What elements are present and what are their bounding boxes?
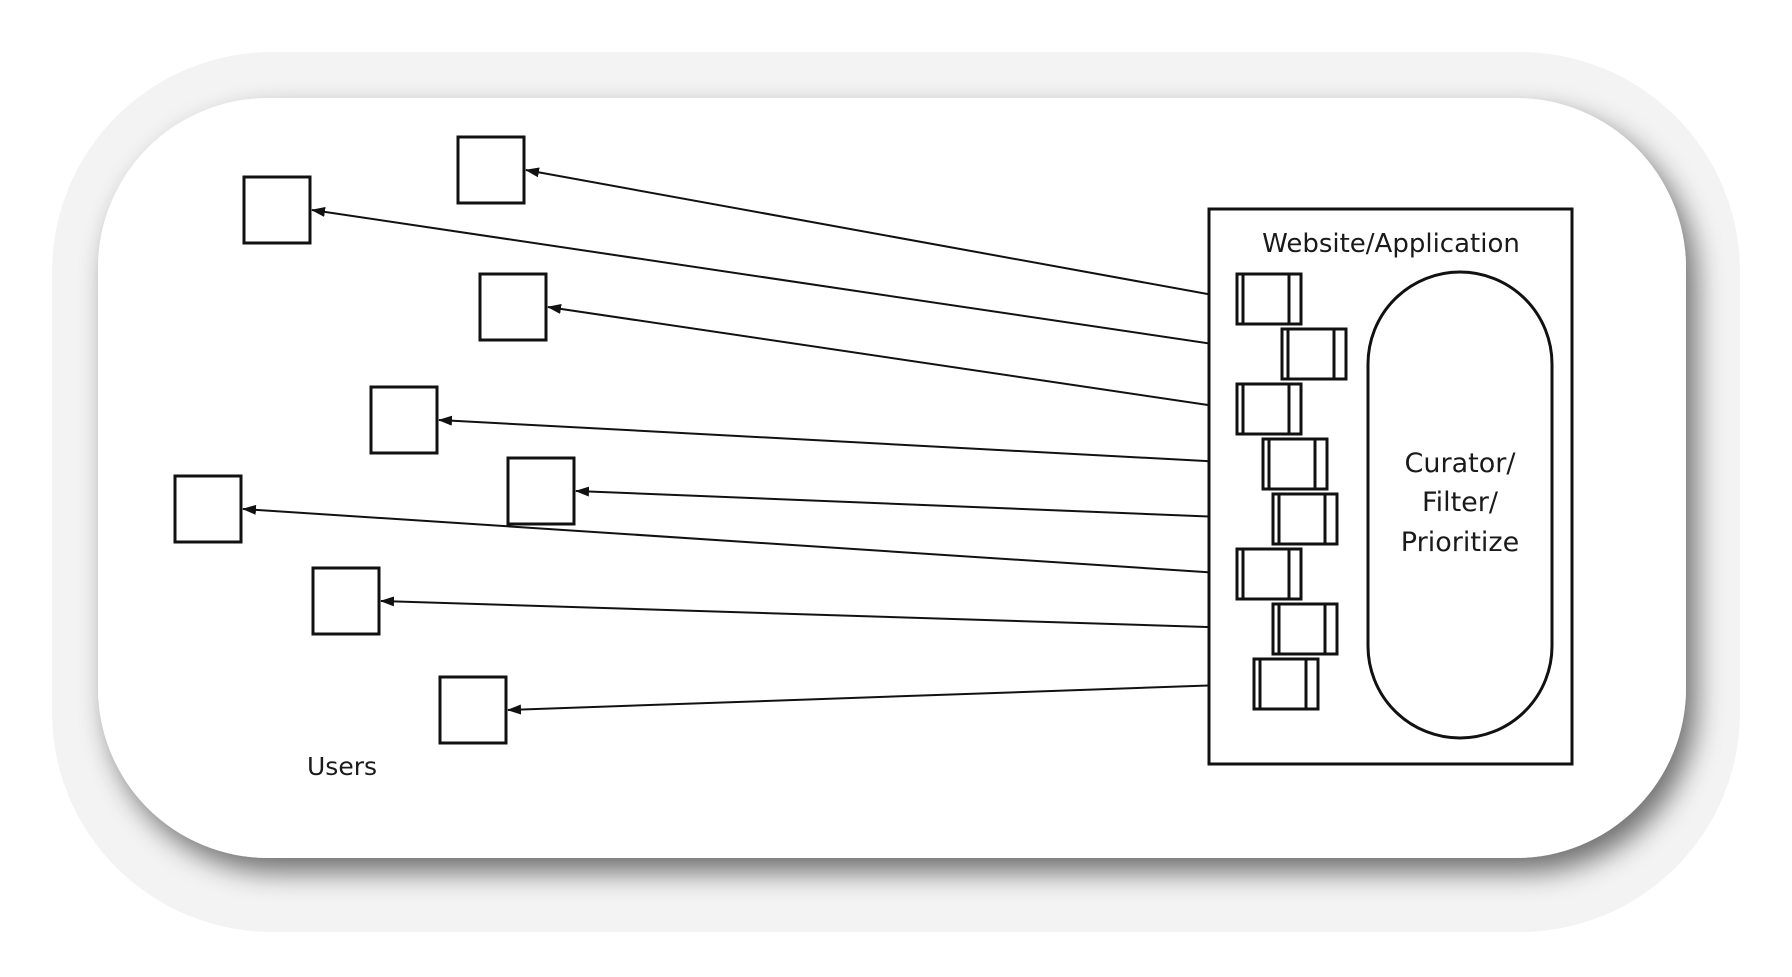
port-6 xyxy=(1235,547,1303,601)
curator-line-1: Curator/ xyxy=(1405,448,1517,479)
user-box-8 xyxy=(438,675,508,745)
user-box-3 xyxy=(478,272,548,342)
port-box-5 xyxy=(1271,492,1339,546)
link-arrow-8 xyxy=(507,679,1253,715)
user-box-1 xyxy=(456,135,526,205)
port-5 xyxy=(1271,492,1339,546)
user-box-2 xyxy=(242,175,312,245)
port-box-4 xyxy=(1261,437,1329,491)
port-box-7 xyxy=(1271,602,1339,656)
port-7 xyxy=(1271,602,1339,656)
curator-pill xyxy=(1366,270,1554,740)
port-box-6 xyxy=(1235,547,1303,601)
link-arrow-4 xyxy=(438,415,1262,469)
port-boxes xyxy=(1235,272,1348,711)
link-arrow-3 xyxy=(547,303,1236,413)
port-8 xyxy=(1252,657,1320,711)
port-box-2 xyxy=(1280,327,1348,381)
port-2 xyxy=(1280,327,1348,381)
curator-line-3: Prioritize xyxy=(1401,527,1519,558)
user-box-4 xyxy=(369,385,439,455)
port-box-1 xyxy=(1235,272,1303,326)
port-box-3 xyxy=(1235,382,1303,436)
user-boxes xyxy=(173,135,576,745)
application-title: Website/Application xyxy=(1262,229,1520,259)
curator-line-2: Filter/ xyxy=(1422,487,1499,518)
link-arrow-7 xyxy=(380,596,1272,634)
user-box-6 xyxy=(173,474,243,544)
port-3 xyxy=(1235,382,1303,436)
port-4 xyxy=(1261,437,1329,491)
connection-arrows xyxy=(242,167,1281,715)
users-label: Users xyxy=(307,752,377,781)
link-arrow-6 xyxy=(242,504,1236,579)
user-box-5 xyxy=(506,456,576,526)
user-box-7 xyxy=(311,566,381,636)
port-1 xyxy=(1235,272,1303,326)
port-box-8 xyxy=(1252,657,1320,711)
